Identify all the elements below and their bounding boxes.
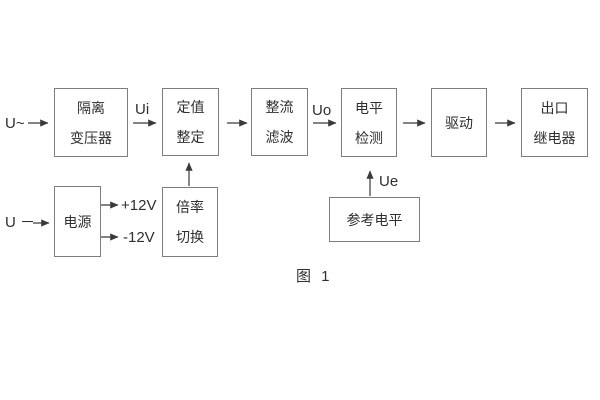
block-output-relay-line2: 继电器 bbox=[533, 129, 576, 146]
block-ratio-switch: 倍率 切换 bbox=[162, 187, 218, 257]
label-minus-12v: -12V bbox=[123, 229, 155, 246]
block-output-relay-line1: 出口 bbox=[540, 99, 569, 116]
label-dc-input: U － bbox=[5, 214, 36, 231]
label-signal-uo: Uo bbox=[312, 102, 332, 119]
block-driver-label: 驱动 bbox=[445, 114, 473, 131]
block-setting-adjust-line1: 定值 bbox=[176, 99, 205, 115]
block-reference-level: 参考电平 bbox=[329, 197, 420, 242]
block-level-detect-line1: 电平 bbox=[355, 99, 383, 116]
block-isolation-transformer: 隔离 变压器 bbox=[54, 88, 128, 157]
block-isolation-transformer-line2: 变压器 bbox=[70, 129, 112, 146]
block-power-supply: 电源 bbox=[54, 186, 101, 257]
label-signal-ue: Ue bbox=[379, 173, 399, 190]
block-driver: 驱动 bbox=[431, 88, 487, 157]
block-setting-adjust-line2: 整定 bbox=[176, 129, 205, 145]
block-ratio-switch-line2: 切换 bbox=[176, 229, 204, 245]
block-power-supply-label: 电源 bbox=[63, 213, 92, 230]
label-signal-ui: Ui bbox=[135, 101, 150, 118]
block-reference-level-label: 参考电平 bbox=[346, 211, 403, 228]
block-level-detect-line2: 检测 bbox=[355, 129, 383, 146]
label-ac-input: U~ bbox=[5, 115, 25, 132]
block-output-relay: 出口 继电器 bbox=[521, 88, 588, 157]
figure-caption: 图 1 bbox=[296, 268, 333, 285]
label-plus-12v: +12V bbox=[121, 197, 157, 214]
block-setting-adjust: 定值 整定 bbox=[162, 88, 219, 156]
block-rectifier-filter-line2: 滤波 bbox=[265, 129, 294, 145]
block-level-detect: 电平 检测 bbox=[341, 88, 397, 157]
block-rectifier-filter: 整流 滤波 bbox=[251, 88, 308, 156]
block-rectifier-filter-line1: 整流 bbox=[265, 99, 294, 115]
block-ratio-switch-line1: 倍率 bbox=[176, 199, 204, 215]
block-isolation-transformer-line1: 隔离 bbox=[77, 99, 105, 116]
